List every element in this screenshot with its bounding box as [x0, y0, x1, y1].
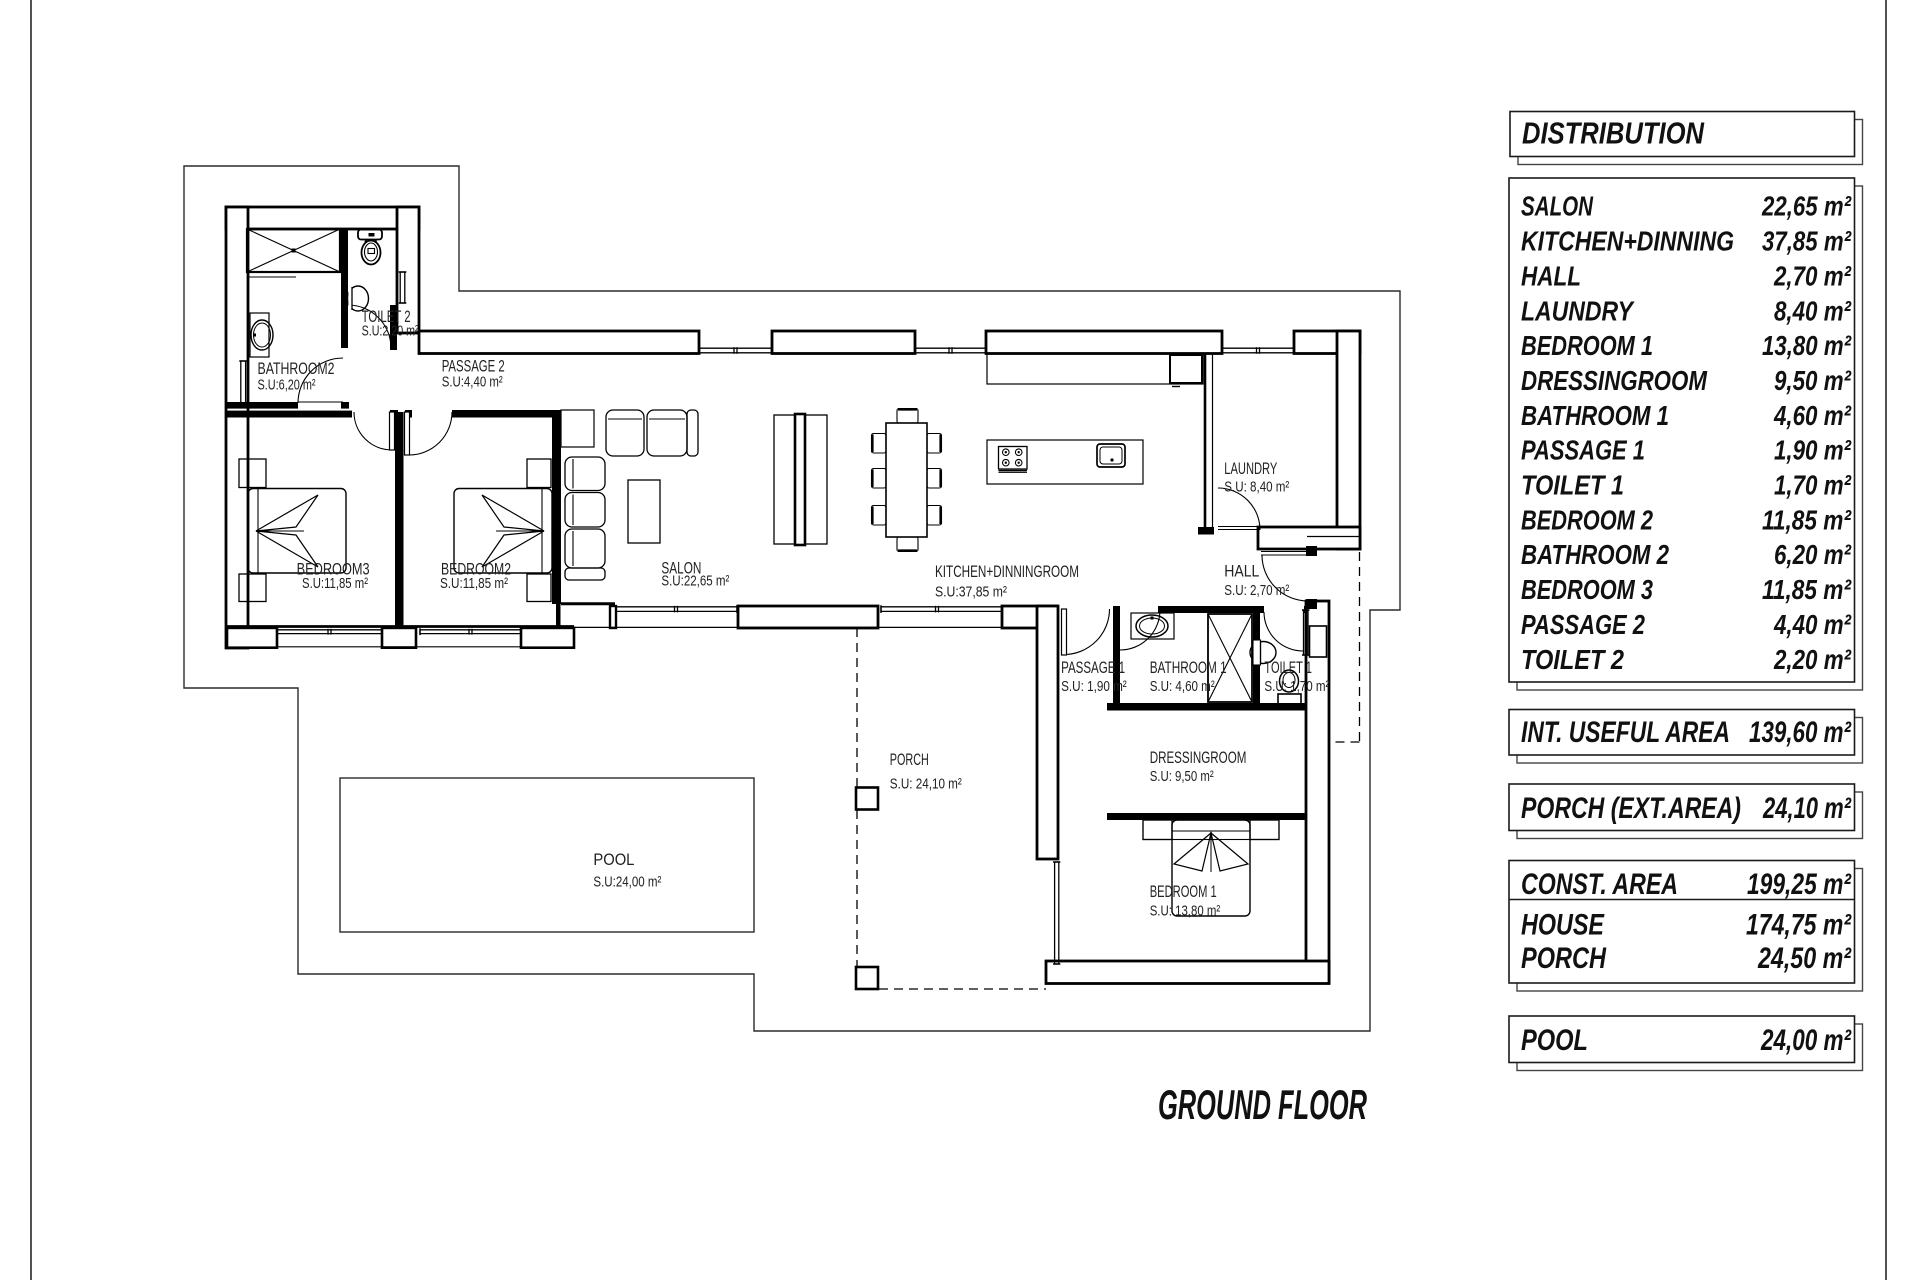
svg-text:4,40 m²: 4,40 m²	[1773, 609, 1851, 640]
svg-text:22,65 m²: 22,65 m²	[1761, 191, 1851, 222]
svg-text:BEDROOM2: BEDROOM2	[441, 561, 511, 579]
svg-text:PASSAGE 2: PASSAGE 2	[442, 358, 505, 376]
svg-text:24,50 m²: 24,50 m²	[1757, 942, 1852, 975]
svg-text:BEDROOM 1: BEDROOM 1	[1521, 330, 1653, 361]
svg-text:S.U:11,85 m²: S.U:11,85 m²	[440, 575, 508, 592]
svg-text:DRESSINGROOM: DRESSINGROOM	[1150, 749, 1247, 767]
svg-text:S.U: 24,10 m²: S.U: 24,10 m²	[890, 776, 962, 793]
svg-text:KITCHEN+DINNING: KITCHEN+DINNING	[1521, 226, 1734, 257]
svg-text:PASSAGE 1: PASSAGE 1	[1061, 659, 1125, 677]
svg-text:POOL: POOL	[1521, 1024, 1588, 1057]
svg-text:BEDROOM3: BEDROOM3	[297, 561, 370, 579]
svg-text:S.U:6,20 m²: S.U:6,20 m²	[258, 376, 316, 393]
svg-text:S.U:4,40 m²: S.U:4,40 m²	[442, 374, 503, 391]
svg-text:BATHROOM 1: BATHROOM 1	[1521, 400, 1669, 431]
svg-text:11,85 m²: 11,85 m²	[1762, 504, 1852, 535]
svg-text:PORCH (EXT.AREA): PORCH (EXT.AREA)	[1521, 792, 1741, 825]
svg-text:BATHROOM 1: BATHROOM 1	[1150, 659, 1227, 677]
svg-text:LAUNDRY: LAUNDRY	[1224, 460, 1277, 478]
svg-text:PORCH: PORCH	[890, 751, 929, 769]
svg-text:199,25 m²: 199,25 m²	[1747, 868, 1852, 901]
svg-text:S.U: 4,60 m²: S.U: 4,60 m²	[1150, 678, 1215, 695]
svg-text:1,90 m²: 1,90 m²	[1774, 435, 1852, 466]
svg-text:S.U: 2,70 m²: S.U: 2,70 m²	[1224, 582, 1289, 599]
svg-text:S.U:11,85 m²: S.U:11,85 m²	[302, 575, 368, 592]
svg-text:S.U:37,85 m²: S.U:37,85 m²	[935, 584, 1007, 601]
svg-text:INT. USEFUL AREA: INT. USEFUL AREA	[1521, 716, 1730, 749]
svg-text:S.U: 1,90 m²: S.U: 1,90 m²	[1061, 678, 1127, 695]
svg-text:S.U: 8,40 m²: S.U: 8,40 m²	[1224, 479, 1289, 496]
svg-text:24,10 m²: 24,10 m²	[1762, 792, 1851, 825]
svg-text:S.U: 13,80 m²: S.U: 13,80 m²	[1150, 903, 1221, 920]
svg-text:9,50 m²: 9,50 m²	[1774, 365, 1852, 396]
svg-text:CONST. AREA: CONST. AREA	[1521, 868, 1678, 901]
svg-text:BEDROOM 2: BEDROOM 2	[1521, 504, 1653, 535]
svg-text:S.U:22,65 m²: S.U:22,65 m²	[661, 573, 729, 590]
svg-text:TOILET 1: TOILET 1	[1521, 470, 1624, 501]
svg-text:HOUSE: HOUSE	[1521, 909, 1605, 942]
svg-text:LAUNDRY: LAUNDRY	[1521, 295, 1635, 326]
svg-text:6,20 m²: 6,20 m²	[1774, 539, 1852, 570]
svg-text:BATHROOM 2: BATHROOM 2	[1521, 539, 1669, 570]
svg-text:24,00 m²: 24,00 m²	[1760, 1024, 1852, 1057]
svg-text:PASSAGE 2: PASSAGE 2	[1521, 609, 1645, 640]
svg-text:S.U: 1,70 m²: S.U: 1,70 m²	[1264, 678, 1329, 695]
svg-text:HALL: HALL	[1521, 260, 1581, 291]
svg-text:BEDROOM 1: BEDROOM 1	[1150, 883, 1217, 901]
svg-text:37,85 m²: 37,85 m²	[1762, 226, 1852, 257]
svg-text:13,80 m²: 13,80 m²	[1762, 330, 1852, 361]
svg-text:TOILET 2: TOILET 2	[362, 308, 411, 326]
svg-text:174,75 m²: 174,75 m²	[1746, 909, 1852, 942]
svg-text:PASSAGE 1: PASSAGE 1	[1521, 435, 1645, 466]
svg-text:POOL: POOL	[593, 851, 634, 869]
svg-text:BEDROOM 3: BEDROOM 3	[1521, 574, 1653, 605]
svg-text:DISTRIBUTION: DISTRIBUTION	[1522, 116, 1705, 151]
svg-text:SALON: SALON	[661, 560, 701, 578]
svg-text:HALL: HALL	[1224, 563, 1259, 581]
svg-text:1,70 m²: 1,70 m²	[1774, 470, 1852, 501]
svg-text:SALON: SALON	[1521, 191, 1594, 222]
svg-text:S.U:24,00 m²: S.U:24,00 m²	[593, 874, 661, 891]
svg-text:DRESSINGROOM: DRESSINGROOM	[1521, 365, 1708, 396]
svg-text:PORCH: PORCH	[1521, 942, 1607, 975]
svg-text:S.U: 9,50 m²: S.U: 9,50 m²	[1150, 768, 1214, 785]
svg-text:139,60 m²: 139,60 m²	[1749, 716, 1852, 749]
svg-text:TOILET 1: TOILET 1	[1264, 659, 1312, 677]
svg-text:4,60 m²: 4,60 m²	[1773, 400, 1851, 431]
svg-text:11,85 m²: 11,85 m²	[1762, 574, 1852, 605]
svg-text:TOILET 2: TOILET 2	[1521, 644, 1624, 675]
svg-text:2,20 m²: 2,20 m²	[1773, 644, 1851, 675]
svg-text:GROUND FLOOR: GROUND FLOOR	[1158, 1081, 1367, 1128]
svg-text:BATHROOM2: BATHROOM2	[258, 360, 335, 378]
svg-text:KITCHEN+DINNINGROOM: KITCHEN+DINNINGROOM	[935, 563, 1079, 581]
svg-text:8,40 m²: 8,40 m²	[1774, 295, 1852, 326]
svg-text:2,70 m²: 2,70 m²	[1773, 260, 1851, 291]
svg-text:S.U:2,20 m²: S.U:2,20 m²	[362, 323, 419, 340]
